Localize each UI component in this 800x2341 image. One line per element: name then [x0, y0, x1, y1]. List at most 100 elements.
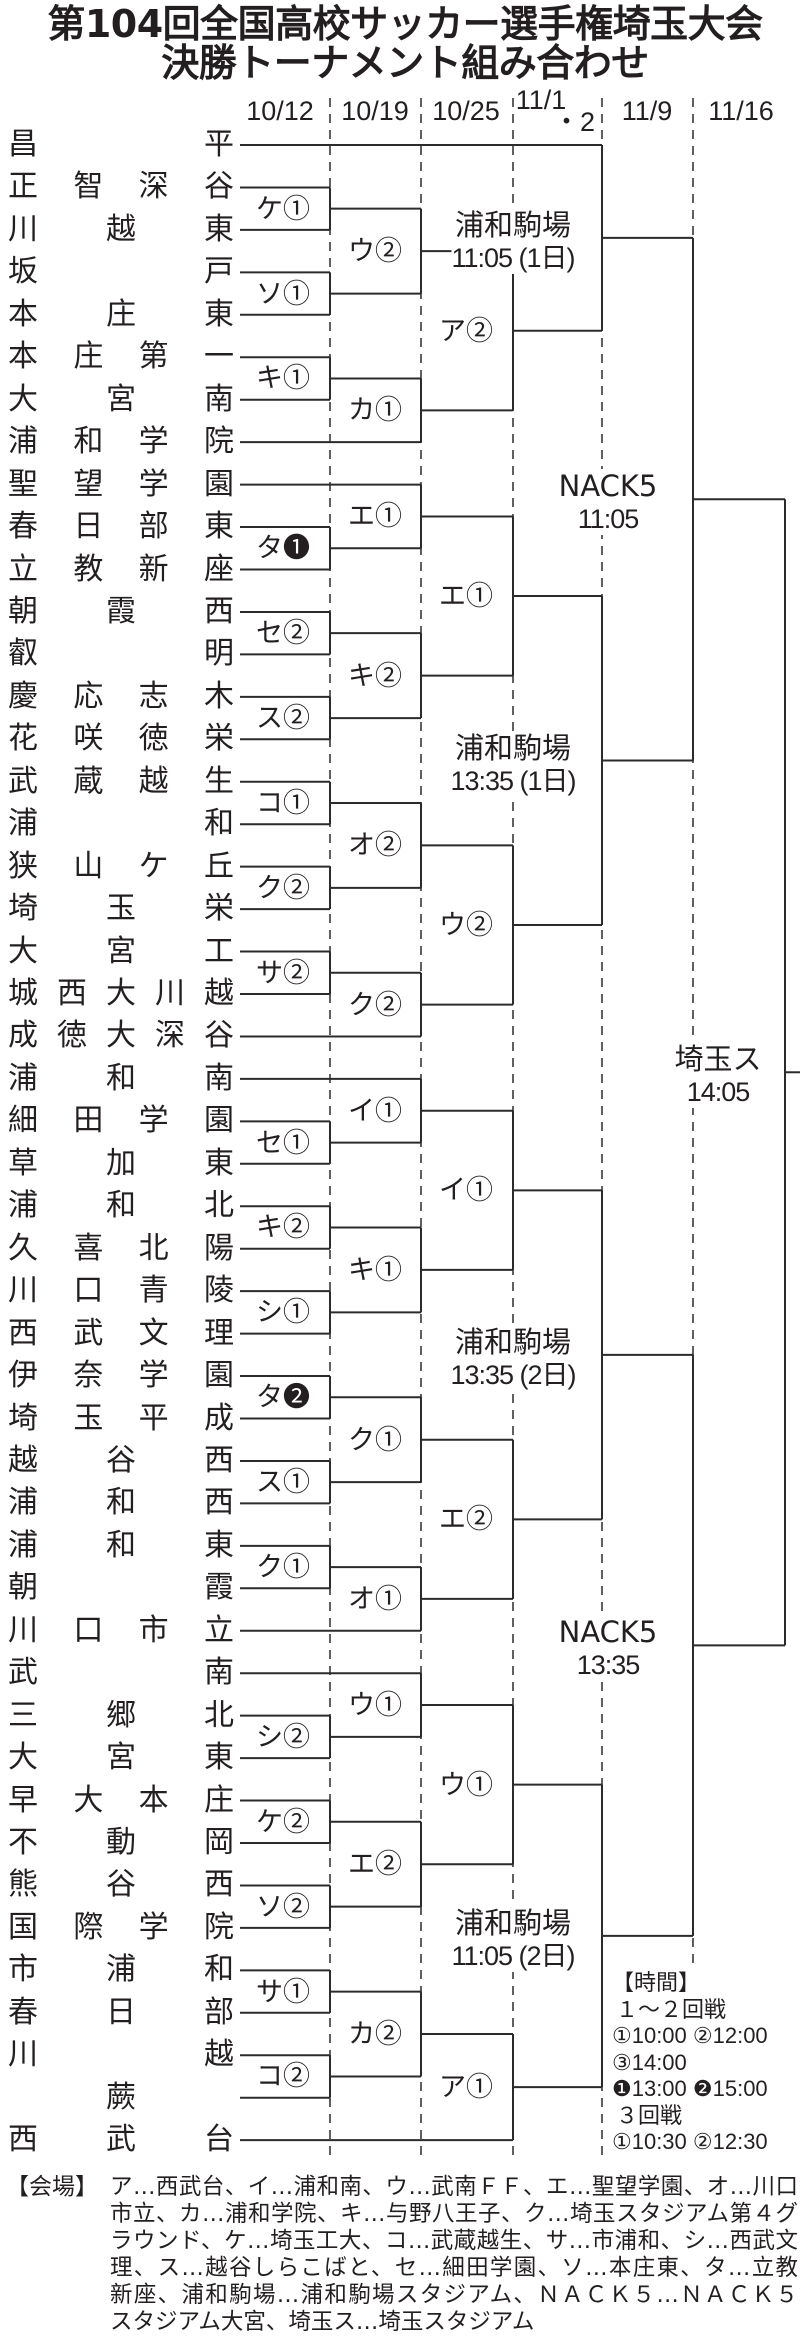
match-venue-label: オ①	[346, 1583, 404, 1614]
team-name: 浦和学院	[8, 424, 234, 460]
match-venue-label: ウ②	[346, 236, 404, 267]
team-name: 本庄第一	[8, 339, 234, 375]
team-name: 久喜北陽	[8, 1230, 234, 1266]
match-venue-label: エ①	[437, 581, 495, 612]
match-venue-label: ク①	[346, 1424, 404, 1455]
title-line-2: 決勝トーナメント組み合わせ	[161, 41, 649, 85]
match-venue-label: タ❶	[254, 533, 312, 564]
date-semifinal: 11/9	[621, 96, 673, 126]
team-name: 西武文理	[8, 1315, 234, 1351]
team-name: 浦和東	[8, 1527, 234, 1563]
match-venue-label: ウ①	[437, 1769, 495, 1800]
match-venue-label: サ②	[254, 957, 312, 988]
team-name: 正智深谷	[8, 169, 234, 205]
team-name: 市浦和	[8, 1952, 234, 1988]
date-round-4-day-2: ・2	[552, 107, 596, 137]
team-name: 立教新座	[8, 551, 234, 587]
venue-legend-line: 新座、浦和駒場…浦和駒場スタジアム、ＮＡＣＫ５…ＮＡＣＫ５	[110, 2282, 798, 2308]
team-name: 埼玉栄	[8, 891, 234, 927]
team-name: 越谷西	[8, 1442, 234, 1478]
team-name: 狭山ケ丘	[8, 848, 234, 884]
venue-legend-line: 理、ス…越谷しらこばと、セ…細田学園、ソ…本庄東、タ…立教	[110, 2255, 798, 2281]
match-venue-label: キ②	[254, 1212, 312, 1243]
match-venue-label: カ①	[346, 395, 404, 426]
team-name: 叡明	[8, 636, 234, 672]
venue-legend-line: スタジアム大宮、埼玉ス…埼玉スタジアム	[110, 2309, 535, 2335]
team-name: 本庄東	[8, 296, 234, 332]
team-name: 成徳大深谷	[8, 1018, 234, 1054]
match-venue: 浦和駒場	[454, 730, 572, 765]
team-name: 浦和	[8, 806, 234, 842]
team-name: 慶応志木	[8, 678, 234, 714]
team-name: 蕨	[106, 2079, 136, 2115]
match-time: 11:05 (1日)	[451, 242, 575, 273]
team-name: 草加東	[8, 1145, 234, 1181]
team-name: 国際学院	[8, 1909, 234, 1945]
team-name: 川口青陵	[8, 1273, 234, 1309]
match-venue-label: ケ①	[254, 193, 312, 224]
team-name: 春日部	[8, 1994, 234, 2030]
match-venue-label: コ②	[254, 2061, 312, 2092]
team-name: 聖望学園	[8, 466, 234, 502]
match-venue-label: エ②	[346, 1849, 404, 1880]
schedule-line: ❶13:00 ❷15:00	[612, 2076, 768, 2101]
team-name: 浦和北	[8, 1188, 234, 1224]
team-name: 武蔵越生	[8, 763, 234, 799]
venue-legend-line: 市立、カ…浦和学院、キ…与野八王子、ク…埼玉スタジアム第４グ	[110, 2201, 798, 2227]
match-venue: NACK5	[558, 469, 658, 504]
match-venue-label: ソ①	[254, 278, 312, 309]
match-venue-label: ス②	[254, 703, 312, 734]
date-final: 11/16	[708, 96, 774, 126]
match-venue-label: カ②	[346, 2019, 404, 2050]
match-venue-label: シ①	[254, 1297, 312, 1328]
team-name: 大宮南	[8, 381, 234, 417]
team-name: 浦和西	[8, 1485, 234, 1521]
team-name: 大宮工	[8, 933, 234, 969]
date-round-3: 10/25	[432, 96, 500, 126]
team-name: 細田学園	[8, 1103, 234, 1139]
match-venue-label: ケ②	[254, 1806, 312, 1837]
match-venue-label: キ①	[346, 1254, 404, 1285]
team-name: 川越東	[8, 211, 234, 247]
match-venue-label: イ①	[437, 1175, 495, 1206]
venue-legend-heading: 【会場】	[6, 2174, 98, 2200]
match-venue-label: ウ①	[346, 1690, 404, 1721]
venue-legend: ア…西武台、イ…浦和南、ウ…武南ＦＦ、エ…聖望学園、オ…川口 市立、カ…浦和学院…	[110, 2174, 798, 2336]
match-venue-label: ソ②	[254, 1891, 312, 1922]
match-venue: 浦和駒場	[454, 1905, 571, 1940]
match-time: 13:35 (2日)	[450, 1359, 576, 1390]
team-name: 昌平	[8, 127, 234, 162]
match-venue-label: ア②	[437, 315, 495, 346]
match-venue-label: エ①	[346, 501, 404, 532]
schedule-line: ３回戦	[616, 2102, 683, 2128]
team-name: 春日部東	[8, 509, 234, 545]
schedule-line: ③14:00	[612, 2049, 687, 2075]
match-venue-label: サ①	[254, 1976, 312, 2007]
match-venue-label: イ①	[346, 1095, 404, 1126]
match-venue: 浦和駒場	[454, 1324, 572, 1359]
team-name: 不動岡	[8, 1825, 234, 1860]
title-line-1: 第104回全国高校サッカー選手権埼玉大会	[47, 2, 763, 46]
match-venue-label: シ②	[254, 1721, 312, 1752]
date-round-1: 10/12	[246, 96, 314, 126]
schedule-line: ①10:00 ②12:00	[612, 2023, 768, 2048]
match-venue-label: ア①	[437, 2072, 495, 2103]
team-name: 川越	[8, 2037, 234, 2073]
team-name: 花咲徳栄	[8, 721, 234, 757]
date-round-2: 10/19	[341, 96, 409, 126]
venue-legend-line: ラウンド、ケ…埼玉工大、コ…武蔵越生、サ…市浦和、シ…西武文	[110, 2228, 798, 2254]
venue-legend-line: ア…西武台、イ…浦和南、ウ…武南ＦＦ、エ…聖望学園、オ…川口	[110, 2174, 798, 2200]
team-name: 武南	[8, 1655, 234, 1691]
match-venue: 埼玉ス	[674, 1042, 762, 1077]
match-time: 14:05	[686, 1077, 751, 1108]
match-time: 13:35 (1日)	[450, 765, 576, 796]
match-time: 11:05 (2日)	[451, 1940, 575, 1971]
